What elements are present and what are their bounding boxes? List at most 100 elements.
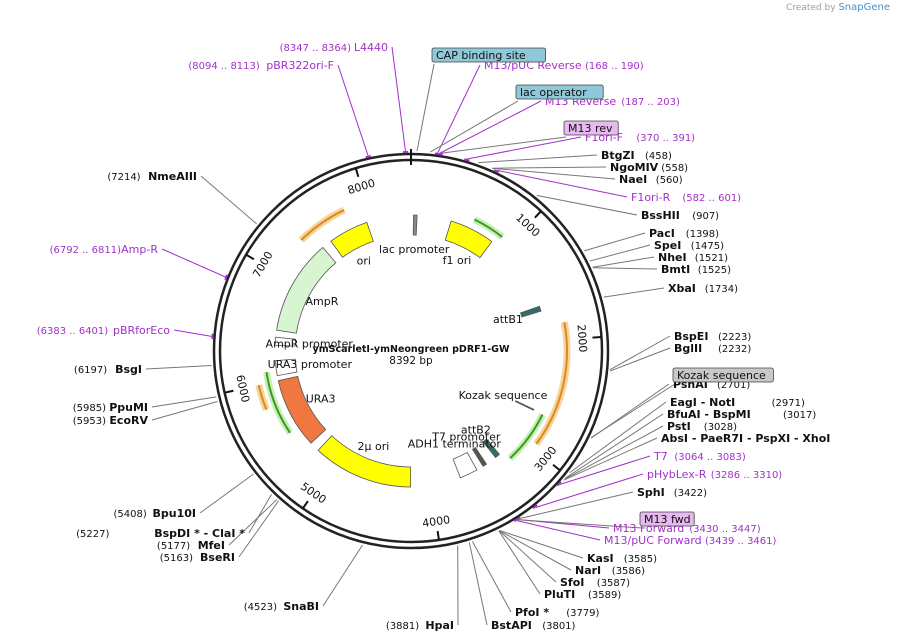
site-name: PpuMI <box>109 401 148 414</box>
feature-ura3 <box>277 375 327 444</box>
orf-arc-orange-line <box>535 322 568 445</box>
tick-label: 6000 <box>233 374 252 404</box>
leader-line <box>589 244 651 262</box>
leader-line <box>391 46 406 152</box>
site-position: (5177) <box>157 541 190 552</box>
label-bseri: BseRI (5163) <box>160 551 235 564</box>
primer-mark <box>365 155 372 159</box>
label-pluti: PluTI(3589) <box>544 588 621 601</box>
leader-line <box>322 544 363 607</box>
leader-line <box>569 401 667 474</box>
leader-line <box>559 455 651 485</box>
site-name: BglII <box>674 342 702 355</box>
site-name: EcoRV <box>109 414 148 427</box>
label-bmti: BmtI (1525) <box>661 263 731 276</box>
site-name: PluTI <box>544 588 575 601</box>
site-position: (3422) <box>674 488 707 499</box>
site-name: BseRI <box>200 551 235 564</box>
leader-line <box>151 401 218 421</box>
site-name: PacI <box>649 227 675 240</box>
tick-mark <box>354 167 360 178</box>
box-frame <box>515 84 604 100</box>
leader-line <box>496 169 628 198</box>
leader-line <box>498 530 557 583</box>
site-position: (7214) <box>107 172 140 183</box>
tick-mark <box>245 253 255 261</box>
brand-watermark: Created by SnapGene <box>786 2 890 13</box>
leader-line <box>516 520 601 541</box>
leader-line <box>228 499 278 546</box>
orf-arc-green-line <box>509 414 544 459</box>
label-naei: NaeI(560) <box>619 173 683 186</box>
feature-kozak-sequence <box>514 400 535 411</box>
tick-label: 4000 <box>421 513 451 530</box>
label-pfoi-: PfoI *(3779) <box>515 606 600 619</box>
tick-label: 3000 <box>532 444 560 474</box>
feature-label: URA3 promoter <box>268 358 353 371</box>
box-m13-fwd: M13 fwd <box>639 511 695 527</box>
feature-label: T7 promoter <box>431 431 501 444</box>
box-leader-line <box>591 383 676 438</box>
site-position: (3286 .. 3310) <box>711 470 783 481</box>
box-leader-line <box>440 136 567 154</box>
feature-adh1-terminator <box>452 451 478 479</box>
box-label: Kozak sequence <box>677 369 766 382</box>
site-position: (1525) <box>698 265 731 276</box>
leader-line <box>609 335 671 371</box>
feature-label: ADH1 terminator <box>408 437 502 450</box>
feature-lac-promoter <box>412 214 418 236</box>
feature-ampr <box>276 246 337 334</box>
feature-label: ori <box>357 255 371 268</box>
site-position: (1521) <box>695 253 728 264</box>
site-name: BsgI <box>115 363 142 376</box>
label-snabi: SnaBI(4523) <box>244 600 319 613</box>
leader-line <box>468 542 488 626</box>
feature-t7-promoter <box>471 446 488 467</box>
site-name: EagI - NotI <box>670 396 735 409</box>
box-label: CAP binding site <box>436 49 526 62</box>
site-position: (2232) <box>718 344 751 355</box>
site-position: (5163) <box>160 553 193 564</box>
box-frame <box>431 47 546 63</box>
label-kasi: KasI(3585) <box>587 552 657 565</box>
leader-line <box>499 529 584 559</box>
site-position: (458) <box>645 151 672 162</box>
site-name: BssHII <box>641 209 680 222</box>
label-pbr322ori-f: pBR322ori-F(8094 .. 8113) <box>188 59 334 72</box>
site-position: (3801) <box>542 621 575 632</box>
tick-mark <box>224 389 234 394</box>
site-name: XbaI <box>668 282 696 295</box>
label-bpu10i: Bpu10I(5408) <box>114 507 196 520</box>
site-name: HpaI <box>425 619 454 632</box>
label-pbrforeco: pBRforEco(6383 .. 6401) <box>37 324 170 337</box>
tick-mark <box>436 530 440 541</box>
site-name: SnaBI <box>283 600 319 613</box>
feature-f1-ori <box>444 220 493 259</box>
site-name: BmtI <box>661 263 690 276</box>
feature-label: attB1 <box>493 313 523 326</box>
site-name: AbsI - PaeR7I - PspXI - XhoI <box>661 432 830 445</box>
site-name: PstI <box>667 420 691 433</box>
label-xbai: XbaI(1734) <box>668 282 738 295</box>
leader-line <box>199 473 254 514</box>
label-nhei: NheI(1521) <box>658 251 728 264</box>
site-position: (3028) <box>704 422 737 433</box>
site-position: (1398) <box>686 229 719 240</box>
leader-line <box>478 154 598 164</box>
label-bspei: BspEI(2223) <box>674 330 751 343</box>
leader-line <box>248 494 272 534</box>
leader-line <box>536 194 638 216</box>
leader-line <box>492 167 616 180</box>
primer-mark <box>532 504 538 510</box>
site-name: NaeI <box>619 173 647 186</box>
label-amp-r: Amp-R(6792 .. 6811) <box>50 243 159 256</box>
site-name: BtgZI <box>601 149 635 162</box>
label-f1ori-r: F1ori-R(582 .. 601) <box>631 191 741 204</box>
tick-mark <box>552 463 561 472</box>
leader-line <box>609 347 671 372</box>
leader-line <box>535 473 644 508</box>
leader-line <box>337 64 369 156</box>
box-kozak-sequence: Kozak sequence <box>672 367 774 383</box>
feature-label: f1 ori <box>443 254 472 267</box>
